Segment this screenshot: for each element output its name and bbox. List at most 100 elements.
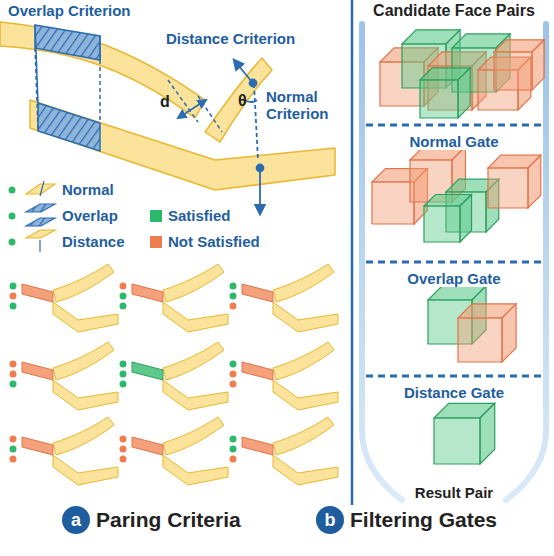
face-pair-cube (372, 182, 414, 224)
legend-text: Normal (62, 181, 114, 198)
criteria-example (22, 362, 53, 380)
criteria-example (132, 437, 163, 455)
criteria-example (230, 456, 237, 463)
legend-icons (9, 187, 16, 194)
panel-caption: Filtering Gates (350, 508, 497, 532)
criteria-example (53, 264, 114, 302)
legend-text: Distance (62, 233, 125, 250)
criteria-example (163, 417, 224, 455)
criteria-example (273, 342, 334, 380)
criteria-example (163, 380, 228, 410)
legend-icons (40, 181, 44, 196)
criteria-example (53, 342, 114, 380)
criteria-examples (10, 264, 339, 485)
criteria-example (273, 380, 338, 410)
criteria-example (230, 417, 339, 485)
criteria-example (120, 293, 127, 300)
criteria-example (53, 302, 118, 332)
legend-swatch (150, 236, 162, 248)
criteria-example (10, 303, 17, 310)
criteria-example (10, 361, 17, 368)
criteria-example (120, 436, 127, 443)
panel-letter: a (71, 511, 81, 529)
face-pair-cube (488, 155, 541, 208)
face-pair-cube (528, 155, 541, 208)
stage-label: Candidate Face Pairs (369, 2, 539, 20)
criteria-example (242, 362, 273, 380)
face-pair-cube (458, 318, 502, 362)
criteria-example (10, 283, 17, 290)
face-pair-cube (458, 68, 470, 118)
panel-caption: Paring Criteria (96, 508, 241, 532)
criteria-example (273, 455, 338, 485)
face-pair-cube (494, 52, 532, 90)
legend-icons (9, 181, 56, 252)
legend-icons (26, 218, 55, 226)
face-pair-cube (460, 194, 472, 242)
distance-arrow (168, 80, 198, 122)
normal-arrows (259, 168, 261, 214)
criterion-label: Overlap Criterion (8, 2, 131, 19)
criteria-example (10, 371, 17, 378)
criteria-example (132, 362, 163, 380)
criteria-example (120, 342, 229, 410)
face-pair-cube (502, 304, 516, 362)
criteria-example (120, 283, 127, 290)
funnel (362, 24, 546, 500)
criteria-example (120, 264, 229, 332)
criterion-label: θ (238, 92, 247, 110)
face-bands (205, 58, 272, 142)
panel-divider (351, 0, 354, 505)
criteria-example (10, 264, 119, 332)
criteria-example (230, 361, 237, 368)
criteria-example (22, 437, 53, 455)
legend-text: Satisfied (168, 207, 231, 224)
panel-badge: a (62, 506, 90, 534)
face-pair-cubes (372, 30, 544, 464)
criteria-example (10, 417, 119, 485)
distance-arrow (198, 96, 222, 132)
overlap-prism (38, 103, 100, 151)
criteria-example (10, 436, 17, 443)
gate-lines (366, 375, 542, 378)
criteria-example (120, 417, 229, 485)
overlap-prism (35, 48, 38, 131)
criterion-label: Distance Criterion (166, 30, 295, 47)
criteria-example (163, 342, 224, 380)
stage-label: Normal Gate (405, 133, 502, 150)
criteria-example (163, 302, 228, 332)
criteria-example (230, 371, 237, 378)
legend-icons (26, 204, 55, 212)
criteria-example (230, 342, 339, 410)
legend-text: Overlap (62, 207, 118, 224)
overlap-prism (35, 25, 100, 60)
criteria-example (230, 436, 237, 443)
stage-label: Distance Gate (400, 384, 508, 401)
criteria-example (230, 293, 237, 300)
panel-badge: b (316, 506, 344, 534)
criteria-example (120, 371, 127, 378)
overlap-prism (99, 36, 101, 60)
normal-arrows (250, 80, 257, 87)
gate-lines (366, 125, 542, 376)
legend-icons (26, 230, 55, 238)
criteria-example (273, 264, 334, 302)
criteria-example (273, 302, 338, 332)
criteria-example (242, 437, 273, 455)
criteria-example (242, 284, 273, 302)
criteria-example (230, 283, 237, 290)
criteria-example (120, 361, 127, 368)
criteria-example (120, 303, 127, 310)
gate-lines (366, 124, 542, 127)
criteria-example (163, 264, 224, 302)
criteria-example (53, 380, 118, 410)
legend-icons (9, 239, 16, 246)
stage-label: Overlap Gate (403, 270, 504, 287)
criteria-example (10, 342, 119, 410)
panel-letter: b (325, 511, 336, 529)
face-pair-cube (420, 68, 470, 118)
distance-arrow (178, 100, 206, 118)
criteria-example (230, 446, 237, 453)
criteria-example (120, 456, 127, 463)
